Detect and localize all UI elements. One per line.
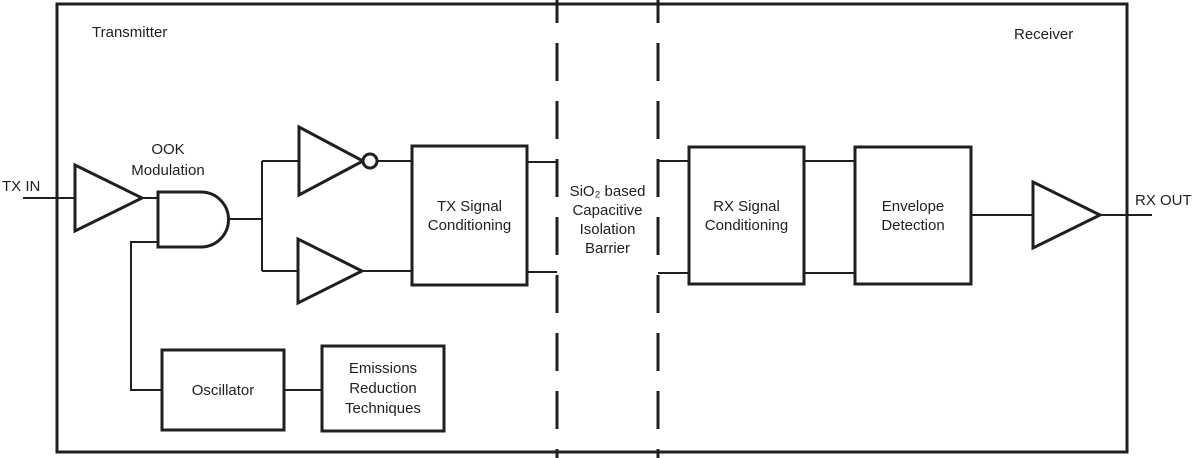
and-gate-icon	[156, 190, 230, 249]
oscillator-label: Oscillator	[191, 381, 255, 399]
inverter-icon	[297, 124, 367, 198]
buffer-icon	[296, 236, 366, 306]
ook-modulation-label: OOK Modulation	[131, 141, 205, 179]
transmitter-section-title: Transmitter	[92, 24, 168, 41]
rx-signal-conditioning-box	[687, 145, 806, 286]
receiver-section-title: Receiver	[1014, 26, 1074, 43]
input-buffer-icon	[73, 162, 146, 234]
tx-signal-conditioning-box	[410, 144, 529, 287]
oscillator-box	[160, 348, 286, 432]
rx-signal-conditioning-label: RX Signal Conditioning	[704, 197, 789, 234]
emissions-reduction-label: Emissions Reduction Techniques	[345, 359, 421, 417]
rx-out-port-label: RX OUT	[1135, 192, 1192, 209]
inverter-bubble-icon	[361, 152, 379, 170]
envelope-detection-box	[853, 145, 973, 286]
device-outline	[55, 2, 1129, 454]
tx-signal-conditioning-label: TX Signal Conditioning	[427, 197, 512, 234]
rxbox-to-envelope-wires	[804, 160, 855, 274]
envelope-detection-label: Envelope Detection	[881, 197, 945, 234]
txbox-to-barrier-wires	[527, 161, 557, 273]
emissions-reduction-box	[320, 344, 446, 433]
oscillator-feedback-wire	[130, 241, 162, 391]
function-blocks	[160, 144, 973, 433]
and-output-split-wire	[230, 160, 299, 272]
logic-symbols	[73, 124, 1104, 306]
isolation-barrier-label: SiO₂ based Capacitive Isolation Barrier	[569, 183, 646, 257]
signal-wires	[23, 160, 1152, 391]
output-buffer-icon	[1031, 179, 1104, 251]
tx-in-port-label: TX IN	[2, 178, 41, 195]
barrier-to-rxbox-wires	[658, 160, 689, 274]
